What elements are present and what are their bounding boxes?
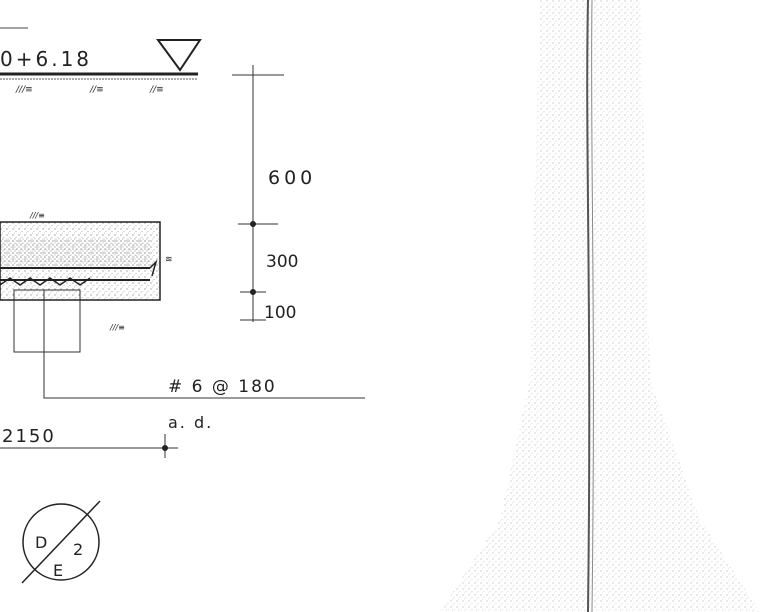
svg-text:///≡: ///≡: [15, 85, 33, 95]
footing-section: ///≡ ≋ ///≡: [0, 211, 173, 332]
level-label: 0+6.18: [0, 47, 92, 71]
svg-text://≡: //≡: [149, 85, 164, 95]
svg-text:///≡: ///≡: [109, 323, 125, 332]
section-marker-sheet: 2: [73, 540, 83, 559]
dimension-600: 600: [268, 167, 316, 189]
dimension-300: 300: [266, 252, 298, 272]
rebar-leader-line: [43, 290, 365, 399]
svg-text://≡: //≡: [89, 85, 104, 95]
dimension-100: 100: [264, 303, 296, 323]
rebar-callout: # 6 @ 180: [168, 377, 277, 397]
section-marker-top: D: [35, 533, 47, 552]
vertical-dimension-line: [232, 65, 284, 322]
horizontal-dimension-line: [0, 434, 178, 458]
rebar-note: a. d.: [168, 413, 213, 432]
section-marker-bottom: E: [53, 561, 63, 580]
svg-text:///≡: ///≡: [29, 211, 45, 220]
ground-level-line: ///≡ //≡ //≡: [0, 72, 198, 95]
section-marker: D E 2: [21, 500, 101, 584]
svg-text:≋: ≋: [165, 255, 173, 265]
column-elevation: [440, 0, 760, 612]
level-triangle-icon: [156, 39, 202, 72]
pedestal: [13, 289, 81, 353]
dimension-2150: 2150: [2, 426, 56, 447]
